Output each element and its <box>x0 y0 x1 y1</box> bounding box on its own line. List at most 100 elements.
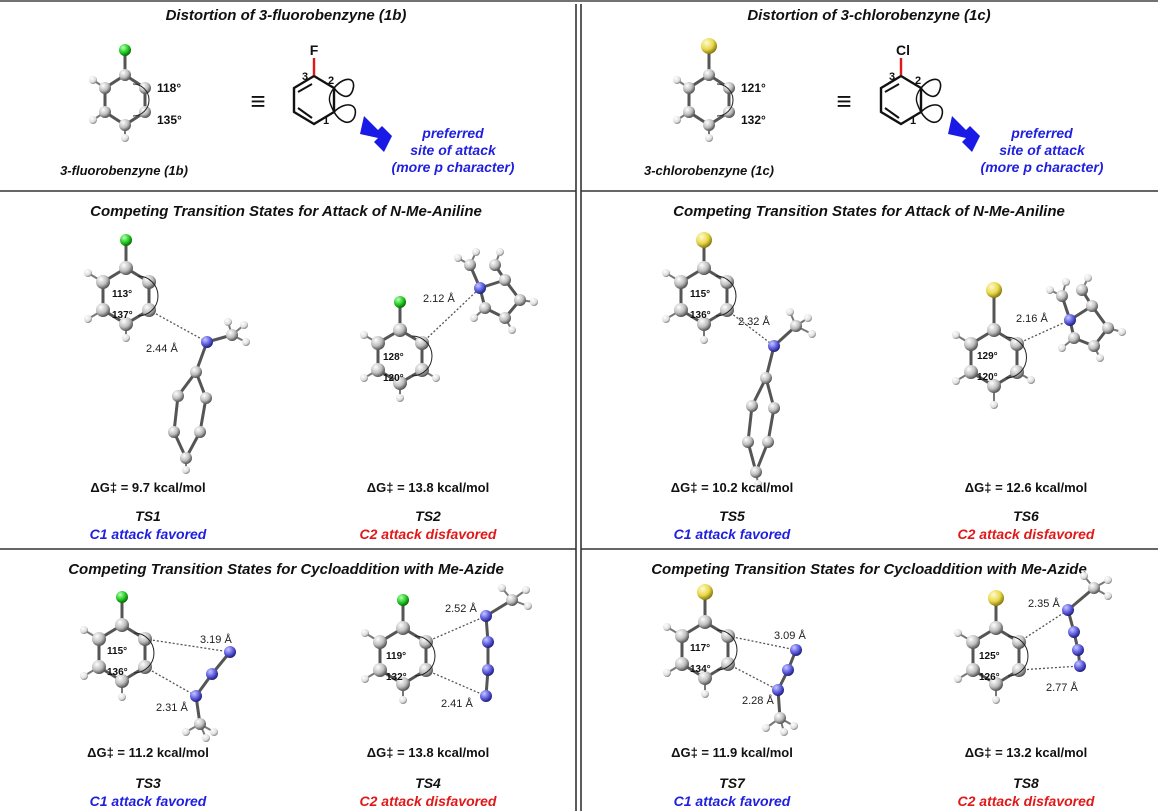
ts8-note: C2 attack disfavored <box>958 793 1095 809</box>
ts4-distance-1: 2.52 Å <box>445 602 477 615</box>
left-preferred-arrow <box>360 116 392 152</box>
ts3-angle-1: 115° <box>107 646 127 657</box>
ts5-distance: 2.32 Å <box>738 315 770 328</box>
ts7-angle-2: 134° <box>690 664 711 675</box>
ts7-note: C1 attack favored <box>674 793 791 809</box>
ts6-model <box>952 274 1126 409</box>
ts2-distance: 2.12 Å <box>423 292 455 305</box>
right-angle-top: 121° <box>741 81 766 95</box>
ts1-angle-2: 137° <box>112 310 133 321</box>
ts8-name: TS8 <box>1013 775 1039 791</box>
ts1-fluorine-atom <box>120 234 132 246</box>
right-halogen-label: Cl <box>896 42 910 58</box>
right-ring-num-3: 3 <box>889 71 895 83</box>
right-preferred-line1: preferred <box>1010 125 1073 141</box>
ts4-note: C2 attack disfavored <box>360 793 497 809</box>
left-angle-top: 118° <box>157 81 181 95</box>
ts5-chlorine-atom <box>696 232 712 248</box>
ts2-fluorine-atom <box>394 296 406 308</box>
left-ring-num-1: 1 <box>323 115 329 127</box>
ts7-name: TS7 <box>719 775 746 791</box>
left-preferred-line3: (more p character) <box>392 159 515 175</box>
right-equiv-sign: ≡ <box>836 86 851 116</box>
left-ring-num-3: 3 <box>302 71 308 83</box>
ts3-angle-2: 136° <box>107 667 128 678</box>
ts4-distance-2: 2.41 Å <box>441 697 473 710</box>
ts2-energy: ΔG‡ = 13.8 kcal/mol <box>367 480 489 495</box>
left-halogen-label: F <box>310 42 319 58</box>
left-benzyne-model <box>89 44 151 142</box>
right-ring-num-1: 1 <box>910 115 916 127</box>
ts3-distance-2: 2.31 Å <box>156 701 188 714</box>
ts4-model <box>361 584 532 704</box>
ts6-name: TS6 <box>1013 508 1039 524</box>
ts8-model <box>954 572 1112 704</box>
ts5-name: TS5 <box>719 508 745 524</box>
right-preferred-line2: site of attack <box>999 142 1086 158</box>
left-azide-title: Competing Transition States for Cycloadd… <box>68 561 504 578</box>
left-molecule-label: 3-fluorobenzyne (1b) <box>60 163 188 178</box>
ts2-name: TS2 <box>415 508 441 524</box>
right-ring-num-2: 2 <box>915 75 921 87</box>
ts3-note: C1 attack favored <box>90 793 207 809</box>
right-distortion-title: Distortion of 3-chlorobenzyne (1c) <box>747 7 990 24</box>
ts8-distance-2: 2.77 Å <box>1046 681 1078 694</box>
ts7-energy: ΔG‡ = 11.9 kcal/mol <box>671 745 793 760</box>
left-preferred-line1: preferred <box>421 125 484 141</box>
ts8-distance-1: 2.35 Å <box>1028 597 1060 610</box>
ts4-name: TS4 <box>415 775 441 791</box>
ts2-angle-1: 128° <box>383 352 404 363</box>
ts6-angle-2: 120° <box>977 372 998 383</box>
ts8-angle-1: 125° <box>979 651 1000 662</box>
left-skeletal-structure <box>292 58 357 126</box>
right-panel: Distortion of 3-chlorobenzyne (1c) <box>644 7 1126 809</box>
ts4-fluorine-atom <box>397 594 409 606</box>
right-azide-title: Competing Transition States for Cycloadd… <box>651 561 1087 578</box>
ts1-nitrogen-atom <box>201 336 213 348</box>
left-ring-num-2: 2 <box>328 75 334 87</box>
orbital-lobe-top <box>332 78 355 98</box>
ts8-energy: ΔG‡ = 13.2 kcal/mol <box>965 745 1087 760</box>
ts7-angle-1: 117° <box>690 643 710 654</box>
ts2-note: C2 attack disfavored <box>360 526 497 542</box>
ts6-energy: ΔG‡ = 12.6 kcal/mol <box>965 480 1087 495</box>
ts4-angle-1: 119° <box>386 651 406 662</box>
fluorine-atom <box>119 44 131 56</box>
ts7-distance-1: 3.09 Å <box>774 629 806 642</box>
ts3-model <box>80 591 236 742</box>
ts7-chlorine-atom <box>697 584 713 600</box>
right-benzyne-model <box>673 38 735 142</box>
right-preferred-line3: (more p character) <box>981 159 1104 175</box>
ts3-distance-1: 3.19 Å <box>200 633 232 646</box>
ts1-energy: ΔG‡ = 9.7 kcal/mol <box>90 480 205 495</box>
ts6-nitrogen-atom <box>1064 314 1076 326</box>
right-aniline-title: Competing Transition States for Attack o… <box>673 203 1065 220</box>
ts7-distance-2: 2.28 Å <box>742 694 774 707</box>
ts7-model <box>663 584 802 736</box>
ts6-distance: 2.16 Å <box>1016 312 1048 325</box>
ts5-model <box>662 232 816 488</box>
ts8-chlorine-atom <box>988 590 1004 606</box>
left-panel: Distortion of 3-fluorobenzyne (1b) <box>60 7 538 809</box>
ts6-note: C2 attack disfavored <box>958 526 1095 542</box>
ts1-angle-1: 113° <box>112 289 132 300</box>
ts4-energy: ΔG‡ = 13.8 kcal/mol <box>367 745 489 760</box>
left-equiv-sign: ≡ <box>250 86 265 116</box>
ts5-nitrogen-atom <box>768 340 780 352</box>
right-preferred-arrow <box>948 116 980 152</box>
ts5-energy: ΔG‡ = 10.2 kcal/mol <box>671 480 793 495</box>
ts3-name: TS3 <box>135 775 161 791</box>
left-angle-bottom: 135° <box>157 113 182 127</box>
ts5-angle-2: 136° <box>690 310 711 321</box>
ts2-angle-2: 120° <box>383 373 404 384</box>
left-aniline-title: Competing Transition States for Attack o… <box>90 203 482 220</box>
ts3-energy: ΔG‡ = 11.2 kcal/mol <box>87 745 209 760</box>
ts5-note: C1 attack favored <box>674 526 791 542</box>
left-distortion-title: Distortion of 3-fluorobenzyne (1b) <box>166 7 407 24</box>
ts6-chlorine-atom <box>986 282 1002 298</box>
right-skeletal-structure <box>879 58 944 126</box>
ts5-angle-1: 115° <box>690 289 710 300</box>
ts3-fluorine-atom <box>116 591 128 603</box>
ts1-distance: 2.44 Å <box>146 342 178 355</box>
